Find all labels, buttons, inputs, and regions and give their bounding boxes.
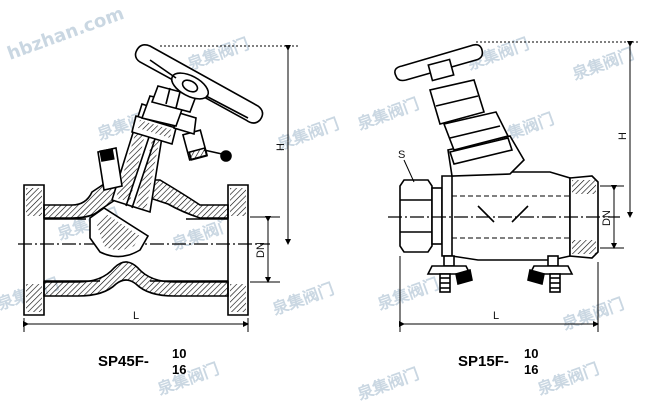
right-test-port-left [426, 255, 473, 293]
watermark-brand: 泉集阀门 [355, 94, 422, 134]
right-dim-dn-label: DN [601, 210, 613, 226]
left-body-lower-wall [43, 261, 229, 297]
left-outlet-flange [227, 184, 249, 316]
left-dim-dn-label: DN [255, 242, 267, 258]
watermark-brand: 泉集阀门 [570, 44, 637, 84]
right-valve-body [441, 171, 571, 261]
left-model-prefix: SP45F- [98, 353, 149, 370]
right-stem-housing [428, 79, 486, 125]
right-model-prefix: SP15F- [458, 353, 509, 370]
right-valve-drawing [388, 43, 620, 293]
left-inlet-flange [23, 184, 45, 316]
left-valve-drawing [18, 44, 270, 316]
right-test-port-right [527, 255, 574, 293]
left-model-label: SP45F- 10 16 [98, 346, 186, 377]
left-test-port-cap [220, 150, 232, 162]
watermark-brand: 泉集阀门 [560, 294, 627, 334]
left-dim-labels: H DN L [133, 143, 287, 322]
right-dim-labels: H DN L S [398, 132, 629, 322]
left-pressure-top: 10 [172, 346, 186, 361]
watermark-brand: 泉集阀门 [270, 279, 337, 319]
right-inlet-hex-nut [399, 179, 433, 253]
watermark-url: hbzhan.com [5, 3, 127, 65]
left-pressure-bottom: 16 [172, 362, 186, 377]
left-dim-l-label: L [133, 310, 139, 322]
watermark-brand: 泉集阀门 [170, 214, 237, 254]
right-dim-s-leader [403, 159, 415, 183]
watermark-brand: 泉集阀门 [185, 34, 252, 74]
right-pressure-top: 10 [524, 346, 538, 361]
right-pressure-bottom: 16 [524, 362, 538, 377]
left-body-upper-wall [43, 179, 229, 219]
left-dim-h-label: H [275, 143, 287, 151]
watermark-brand: 泉集阀门 [375, 274, 442, 314]
watermark-brand: 泉集阀门 [155, 359, 222, 399]
watermark-brand: 泉集阀门 [355, 364, 422, 404]
left-dimensions [23, 45, 300, 332]
right-dimensions [399, 41, 640, 332]
right-dim-h-label: H [617, 132, 629, 140]
right-dim-s-label: S [398, 149, 405, 161]
right-dim-l-label: L [493, 310, 499, 322]
right-outlet-fitting [569, 175, 599, 259]
watermark-brand: 泉集阀门 [535, 359, 602, 399]
right-model-label: SP15F- 10 16 [458, 346, 538, 377]
